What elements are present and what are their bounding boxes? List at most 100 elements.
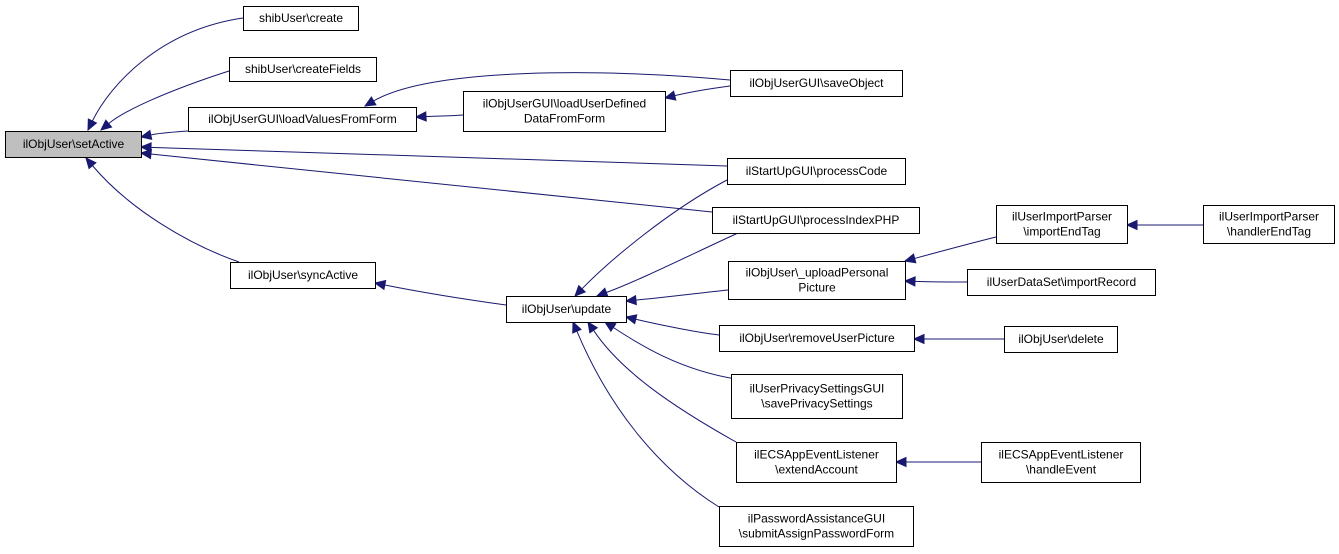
node-importEndTag[interactable]: ilUserImportParser\importEndTag xyxy=(996,205,1128,244)
node-box xyxy=(996,205,1128,244)
node-box xyxy=(188,107,417,132)
node-label: ilECSAppEventListener xyxy=(999,448,1124,462)
node-shibCreateFields[interactable]: shibUser\createFields xyxy=(229,57,377,82)
arrowhead-icon xyxy=(1125,219,1138,231)
node-label: ilUserImportParser xyxy=(1219,210,1319,224)
edge-processIndexPHP-to-setActive xyxy=(139,148,713,213)
edge-line xyxy=(91,17,244,122)
edge-loadValuesFromForm-to-setActive xyxy=(139,129,189,140)
node-label: ilObjUserGUI\loadValuesFromForm xyxy=(208,112,397,126)
arrowhead-icon xyxy=(894,456,907,468)
arrowhead-icon xyxy=(139,148,152,160)
node-box xyxy=(719,506,914,547)
edge-delete-to-removeUserPicture xyxy=(912,333,1004,345)
node-saveObject[interactable]: ilObjUserGUI\saveObject xyxy=(730,70,903,97)
edge-line xyxy=(150,153,713,213)
node-submitAssignPasswordForm[interactable]: ilPasswordAssistanceGUI\submitAssignPass… xyxy=(719,506,914,547)
node-box xyxy=(967,269,1156,296)
edge-uploadPersonalPicture-to-update xyxy=(624,289,729,306)
node-delete[interactable]: ilObjUser\delete xyxy=(1004,326,1118,353)
node-handleEvent[interactable]: ilECSAppEventListener\handleEvent xyxy=(981,442,1141,483)
edge-syncActive-to-setActive xyxy=(85,157,240,263)
edge-line xyxy=(150,130,189,136)
node-processCode[interactable]: ilStartUpGUI\processCode xyxy=(727,158,906,185)
arrowhead-icon xyxy=(363,96,377,107)
arrowhead-icon xyxy=(87,118,98,132)
node-box xyxy=(506,296,627,323)
node-label: DataFromForm xyxy=(524,112,605,126)
edge-line xyxy=(914,280,968,283)
arrowhead-icon xyxy=(100,119,113,131)
edge-line xyxy=(425,114,464,117)
node-loadValuesFromForm[interactable]: ilObjUserGUI\loadValuesFromForm xyxy=(188,107,417,132)
edge-line xyxy=(576,331,720,508)
node-box xyxy=(981,442,1141,483)
arrowhead-icon xyxy=(85,157,97,170)
arrowhead-icon xyxy=(373,279,387,291)
node-syncActive[interactable]: ilObjUser\syncActive xyxy=(230,262,376,289)
node-label: ilObjUser\_uploadPersonal xyxy=(746,266,889,280)
edge-line xyxy=(593,330,737,443)
node-box xyxy=(1004,326,1118,353)
node-box xyxy=(727,158,906,185)
node-label: ilObjUser\setActive xyxy=(23,137,125,151)
edge-saveObject-to-loadUserDefined xyxy=(663,85,731,101)
node-box xyxy=(719,325,915,352)
edge-processIndexPHP-to-update xyxy=(595,232,739,298)
node-label: ilECSAppEventListener xyxy=(754,448,879,462)
node-box xyxy=(463,91,666,132)
node-setActive[interactable]: ilObjUser\setActive xyxy=(5,131,142,158)
node-label: ilUserImportParser xyxy=(1012,210,1112,224)
arrowhead-icon xyxy=(624,294,637,306)
edge-line xyxy=(581,179,728,290)
nodes-layer: ilObjUser\setActive shibUser\create shibUs… xyxy=(5,6,1335,547)
edge-line xyxy=(373,72,731,102)
edge-processCode-to-update xyxy=(574,179,728,297)
node-box xyxy=(1203,205,1335,244)
node-savePrivacySettings[interactable]: ilUserPrivacySettingsGUI\savePrivacySett… xyxy=(731,374,903,419)
node-box xyxy=(712,207,920,234)
node-box xyxy=(229,57,377,82)
node-label: ilStartUpGUI\processIndexPHP xyxy=(733,213,900,227)
edge-saveObject-to-loadValuesFromForm xyxy=(363,72,731,107)
edge-handlerEndTag-to-importEndTag xyxy=(1125,219,1204,231)
node-removeUserPicture[interactable]: ilObjUser\removeUserPicture xyxy=(719,325,915,352)
node-label: ilObjUser\syncActive xyxy=(248,268,358,282)
node-box xyxy=(730,70,903,97)
node-processIndexPHP[interactable]: ilStartUpGUI\processIndexPHP xyxy=(712,207,920,234)
arrowhead-icon xyxy=(139,142,152,153)
edge-savePrivacySettings-to-update xyxy=(603,321,737,380)
node-label: ilObjUser\update xyxy=(522,302,612,316)
node-update[interactable]: ilObjUser\update xyxy=(506,296,627,323)
node-shibCreate[interactable]: shibUser\create xyxy=(243,6,359,31)
edge-line xyxy=(606,232,739,293)
node-label: shibUser\createFields xyxy=(245,62,361,76)
node-importRecord[interactable]: ilUserDataSet\importRecord xyxy=(967,269,1156,296)
node-box xyxy=(736,442,897,483)
node-handlerEndTag[interactable]: ilUserImportParser\handlerEndTag xyxy=(1203,205,1335,244)
node-box xyxy=(5,131,142,158)
edge-line xyxy=(635,318,720,336)
arrowhead-icon xyxy=(139,129,153,140)
node-extendAccount[interactable]: ilECSAppEventListener\extendAccount xyxy=(736,442,897,483)
arrowhead-icon xyxy=(414,111,427,122)
node-label: \extendAccount xyxy=(775,463,858,477)
node-label: ilUserDataSet\importRecord xyxy=(987,275,1136,289)
edge-line xyxy=(384,284,507,306)
node-box xyxy=(728,261,906,300)
edge-line xyxy=(92,165,240,263)
node-label: ilObjUser\delete xyxy=(1018,332,1104,346)
edge-importEndTag-to-uploadPersonalPicture xyxy=(903,236,997,264)
node-label: \handleEvent xyxy=(1026,463,1097,477)
node-label: ilPasswordAssistanceGUI xyxy=(748,512,885,526)
node-box xyxy=(230,262,376,289)
arrowhead-icon xyxy=(624,314,638,325)
node-label: \importEndTag xyxy=(1023,225,1100,239)
node-label: ilObjUser\removeUserPicture xyxy=(739,331,895,345)
edge-update-to-syncActive xyxy=(373,279,507,306)
arrowhead-icon xyxy=(572,320,582,334)
edge-line xyxy=(674,85,731,97)
